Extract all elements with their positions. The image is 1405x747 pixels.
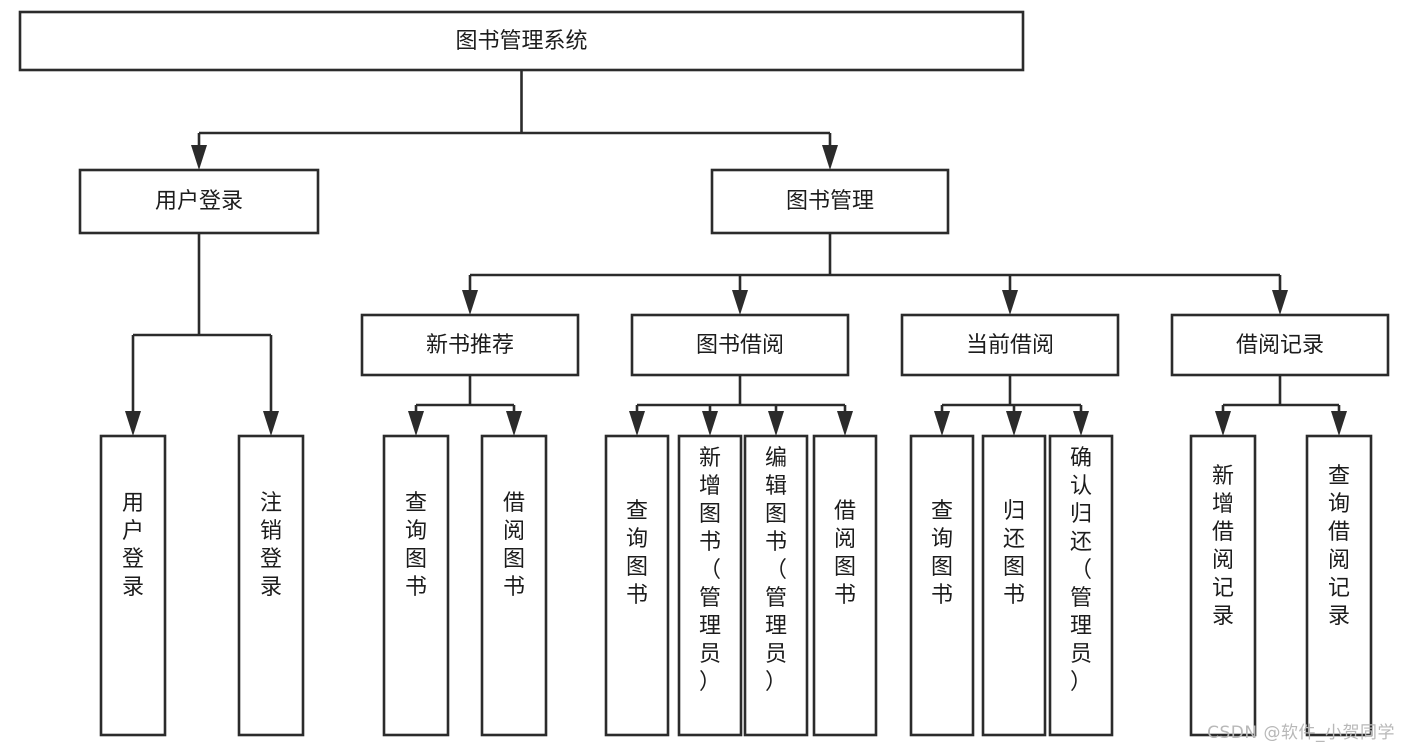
node-leaf-query-book-3[interactable]: 查询图书 (909, 434, 975, 737)
node-leaf-query-book-2-label: 查询图书 (626, 499, 648, 608)
node-leaf-confirm-return-box[interactable] (1048, 434, 1114, 737)
node-leaf-query-book-3-label: 查询图书 (931, 499, 953, 608)
node-leaf-add-book[interactable]: 新增图书（管理员） (677, 434, 743, 737)
node-book-borrow[interactable]: 图书借阅 (630, 313, 850, 377)
node-root-box[interactable] (18, 10, 1025, 72)
node-leaf-user-login-box[interactable] (99, 434, 167, 737)
arrow-head-leaf-query-record (1331, 411, 1347, 436)
node-root-label: 图书管理系统 (455, 29, 587, 54)
arrow-head-leaf-return-book (1006, 411, 1022, 436)
arrow-head-leaf-query-book-3 (934, 411, 950, 436)
node-leaf-query-record[interactable]: 查询借阅记录 (1305, 434, 1373, 737)
node-user-login-label: 用户登录 (155, 189, 243, 214)
arrow-head-leaf-user-logout (263, 411, 279, 436)
arrow-head-leaf-borrow-book-1 (506, 411, 522, 436)
node-new-book-recommend-label: 新书推荐 (426, 333, 514, 358)
node-borrow-record-label: 借阅记录 (1236, 333, 1324, 358)
node-new-book-recommend[interactable]: 新书推荐 (360, 313, 580, 377)
node-leaf-edit-book-label: 编辑图书（管理员） (765, 446, 787, 695)
node-leaf-add-book-label: 新增图书（管理员） (699, 446, 721, 695)
arrow-head-leaf-add-record (1215, 411, 1231, 436)
arrow-head-leaf-user-login (125, 411, 141, 436)
node-root[interactable]: 图书管理系统 (18, 10, 1025, 72)
arrow-head-user-login (191, 145, 207, 170)
node-leaf-edit-book[interactable]: 编辑图书（管理员） (743, 434, 809, 737)
node-book-borrow-label: 图书借阅 (696, 333, 784, 358)
node-leaf-confirm-return-label: 确认归还（管理员） (1070, 446, 1092, 695)
node-leaf-user-logout-label: 注销登录 (260, 491, 282, 600)
arrow-head-leaf-query-book-1 (408, 411, 424, 436)
arrow-head-leaf-add-book (702, 411, 718, 436)
node-current-borrow[interactable]: 当前借阅 (900, 313, 1120, 377)
node-leaf-borrow-book-2[interactable]: 借阅图书 (812, 434, 878, 737)
node-leaf-query-book-3-box[interactable] (909, 434, 975, 737)
node-leaf-borrow-book-1-label: 借阅图书 (503, 491, 525, 600)
arrow-head-leaf-confirm-return (1073, 411, 1089, 436)
node-leaf-user-login[interactable]: 用户登录 (99, 434, 167, 737)
node-leaf-borrow-book-2-box[interactable] (812, 434, 878, 737)
node-borrow-record[interactable]: 借阅记录 (1170, 313, 1390, 377)
arrow-head-book-manage (822, 145, 838, 170)
arrow-head-current-borrow (1002, 290, 1018, 315)
node-book-manage-box[interactable] (710, 168, 950, 235)
node-leaf-query-book-2-box[interactable] (604, 434, 670, 737)
node-leaf-query-record-label: 查询借阅记录 (1328, 464, 1350, 629)
node-book-manage[interactable]: 图书管理 (710, 168, 950, 235)
node-user-login-box[interactable] (78, 168, 320, 235)
node-leaf-borrow-book-2-label: 借阅图书 (834, 499, 856, 608)
node-leaf-add-book-box[interactable] (677, 434, 743, 737)
node-current-borrow-label: 当前借阅 (966, 333, 1054, 358)
node-leaf-add-record[interactable]: 新增借阅记录 (1189, 434, 1257, 737)
node-borrow-record-box[interactable] (1170, 313, 1390, 377)
node-current-borrow-box[interactable] (900, 313, 1120, 377)
arrow-head-book-borrow (732, 290, 748, 315)
arrow-head-borrow-record (1272, 290, 1288, 315)
arrow-head-new-book-recommend (462, 290, 478, 315)
node-leaf-query-book-1[interactable]: 查询图书 (382, 434, 450, 737)
node-leaf-return-book-box[interactable] (981, 434, 1047, 737)
node-leaf-query-book-1-box[interactable] (382, 434, 450, 737)
arrow-head-leaf-borrow-book-2 (837, 411, 853, 436)
node-user-login[interactable]: 用户登录 (78, 168, 320, 235)
node-leaf-user-logout[interactable]: 注销登录 (237, 434, 305, 737)
node-leaf-return-book-label: 归还图书 (1003, 499, 1025, 608)
arrow-head-leaf-query-book-2 (629, 411, 645, 436)
node-leaf-query-book-2[interactable]: 查询图书 (604, 434, 670, 737)
node-leaf-add-record-box[interactable] (1189, 434, 1257, 737)
node-leaf-user-login-label: 用户登录 (122, 491, 144, 600)
node-book-manage-label: 图书管理 (786, 189, 874, 214)
node-leaf-query-book-1-label: 查询图书 (405, 491, 427, 600)
node-book-borrow-box[interactable] (630, 313, 850, 377)
node-leaf-borrow-book-1[interactable]: 借阅图书 (480, 434, 548, 737)
connector-layer (125, 70, 1347, 436)
node-leaf-edit-book-box[interactable] (743, 434, 809, 737)
node-leaf-borrow-book-1-box[interactable] (480, 434, 548, 737)
node-new-book-recommend-box[interactable] (360, 313, 580, 377)
node-leaf-query-record-box[interactable] (1305, 434, 1373, 737)
node-leaf-confirm-return[interactable]: 确认归还（管理员） (1048, 434, 1114, 737)
node-leaf-return-book[interactable]: 归还图书 (981, 434, 1047, 737)
arrow-head-leaf-edit-book (768, 411, 784, 436)
node-leaf-add-record-label: 新增借阅记录 (1212, 464, 1234, 629)
node-leaf-user-logout-box[interactable] (237, 434, 305, 737)
